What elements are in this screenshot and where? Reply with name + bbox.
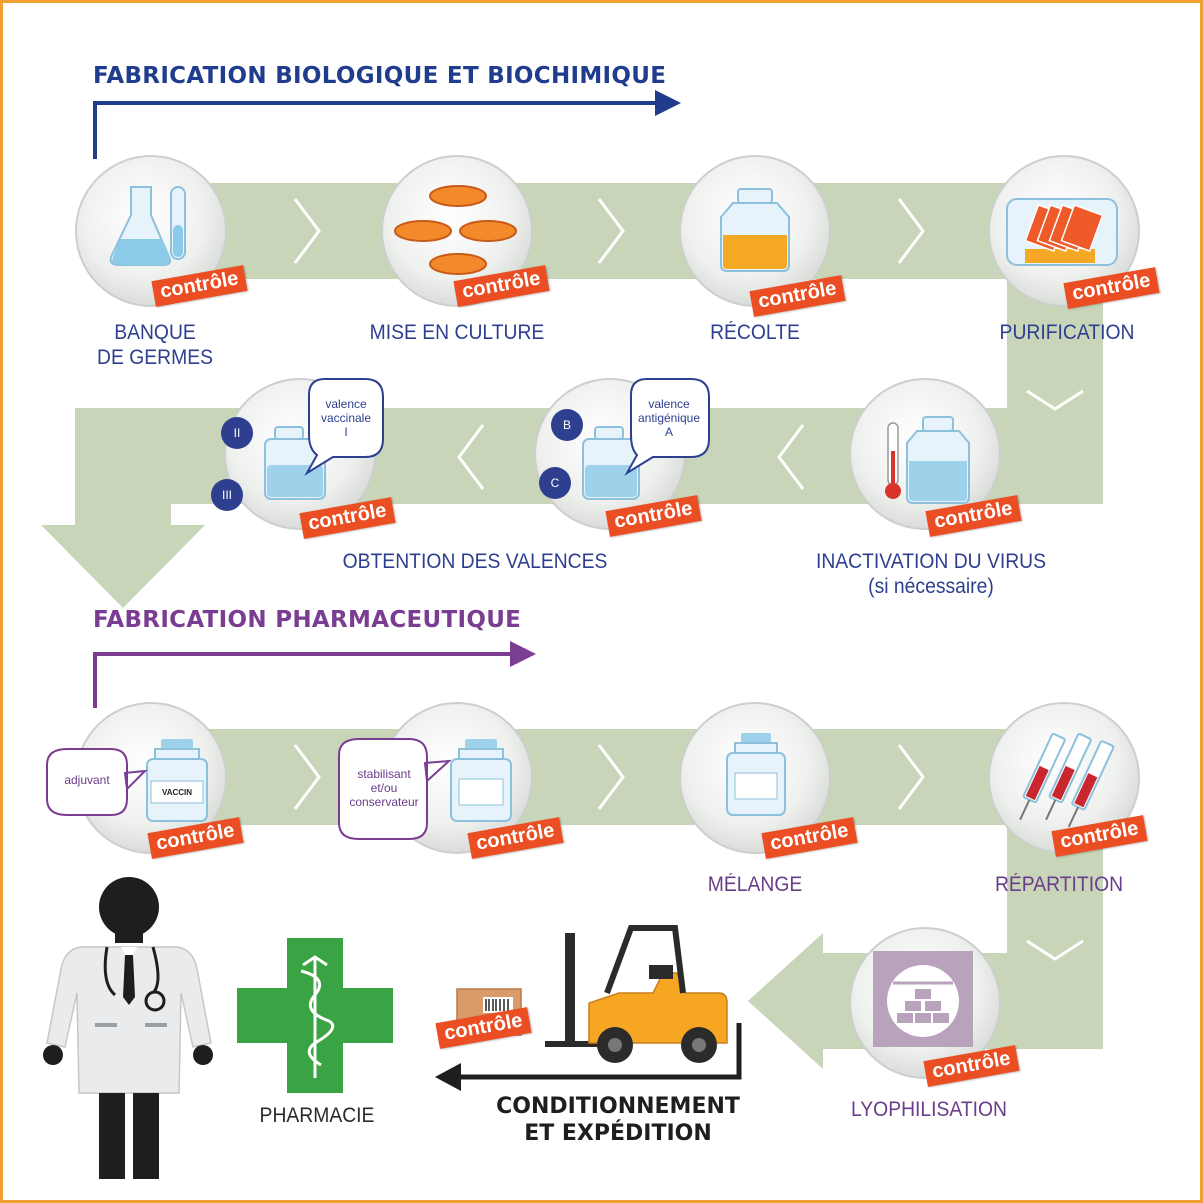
badge-letter-c: C <box>539 467 571 499</box>
flow-band-row1 <box>143 183 1103 408</box>
bubble-stabilisant: stabilisant et/ou conservateur <box>349 767 419 809</box>
syringes-icon <box>1019 733 1115 828</box>
chevrons <box>293 198 1084 961</box>
harvest-bottle-icon <box>720 188 790 272</box>
purification-tank-icon <box>1006 198 1118 266</box>
inactivation-bottle-icon <box>906 416 970 504</box>
pharmacy-cross-icon <box>237 938 393 1093</box>
beaker-icon-valence-i <box>264 426 326 500</box>
step-label-lyophilisation: LYOPHILISATION <box>850 1098 1008 1121</box>
beaker-icon-valence-a <box>582 426 640 500</box>
step-label-culture: MISE EN CULTURE <box>369 321 545 344</box>
petri-dishes-icon <box>394 185 517 275</box>
step-label-recolte: RÉCOLTE <box>710 321 800 344</box>
flask-icon <box>109 186 186 266</box>
pharma-section-title: FABRICATION PHARMACEUTIQUE <box>93 607 522 633</box>
speech-bubbles <box>46 378 710 840</box>
step-label-repartition: RÉPARTITION <box>994 873 1124 896</box>
left-arrow-head <box>748 933 823 1069</box>
doctor-icon <box>43 877 213 1179</box>
freeze-dryer-icon <box>873 951 973 1047</box>
forklift-icon <box>545 925 728 1063</box>
badge-roman-2: II <box>221 417 253 449</box>
bio-section-title: FABRICATION BIOLOGIQUE ET BIOCHIMIQUE <box>93 63 667 89</box>
shipping-arrow <box>435 1023 742 1091</box>
step-label-inactivation: INACTIVATION DU VIRUS (si nécessaire) <box>815 550 1047 598</box>
mixing-bottle-icon <box>726 733 786 816</box>
bubble-valence-antigenique: valence antigénique A <box>637 397 701 439</box>
pharma-title-arrow <box>93 641 536 708</box>
step-label-purification: PURIFICATION <box>999 321 1135 344</box>
down-arrow-head <box>41 525 205 608</box>
bubble-valence-vaccinale: valence vaccinale I <box>320 397 372 439</box>
stabiliser-bottle-icon <box>450 739 512 822</box>
badge-letter-b: B <box>551 409 583 441</box>
bio-title-arrow <box>93 90 681 159</box>
step-label-valences: OBTENTION DES VALENCES <box>342 550 608 573</box>
step-label-banque: BANQUE DE GERMES <box>97 321 213 369</box>
thermometer-icon <box>885 422 901 499</box>
vaccine-label: VACCIN <box>161 788 193 797</box>
step-label-pharmacie: PHARMACIE <box>259 1104 375 1127</box>
step-label-conditionnement: CONDITIONNEMENT ET EXPÉDITION <box>496 1094 740 1146</box>
vaccine-bottle-icon <box>146 739 208 822</box>
bubble-adjuvant: adjuvant <box>64 773 110 787</box>
diagram-graphics <box>41 90 1140 1179</box>
badge-roman-3: III <box>211 479 243 511</box>
step-label-melange: MÉLANGE <box>707 873 803 896</box>
